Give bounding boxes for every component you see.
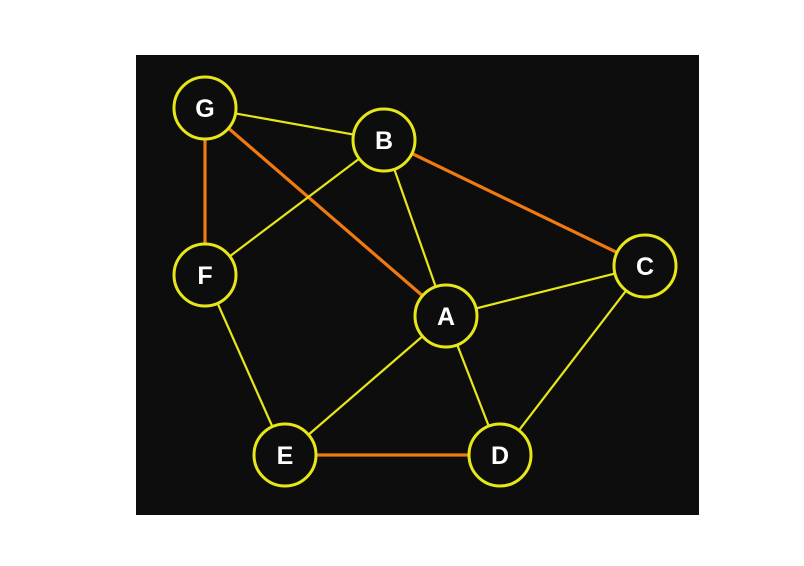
node-e: E bbox=[252, 422, 318, 488]
edge-b-f bbox=[204, 139, 385, 276]
edge-c-d bbox=[499, 265, 646, 456]
node-circle bbox=[351, 107, 417, 173]
edge-f-e bbox=[203, 274, 287, 456]
node-label: C bbox=[636, 253, 654, 281]
node-circle bbox=[252, 422, 318, 488]
node-circle bbox=[467, 422, 533, 488]
node-b: B bbox=[351, 107, 417, 173]
node-label: B bbox=[375, 127, 393, 155]
nodes-layer: G B F C A E D bbox=[172, 75, 678, 488]
node-label: E bbox=[277, 442, 294, 470]
node-a: A bbox=[413, 283, 479, 349]
node-label: F bbox=[197, 262, 212, 290]
node-g: G bbox=[172, 75, 238, 141]
edge-c-a bbox=[445, 264, 646, 318]
node-d: D bbox=[467, 422, 533, 488]
node-f: F bbox=[172, 242, 238, 308]
node-circle bbox=[612, 233, 678, 299]
node-circle bbox=[172, 75, 238, 141]
edge-a-e bbox=[284, 315, 447, 456]
node-c: C bbox=[612, 233, 678, 299]
edge-b-c bbox=[383, 138, 646, 268]
node-label: G bbox=[195, 95, 214, 123]
node-circle bbox=[413, 283, 479, 349]
node-circle bbox=[172, 242, 238, 308]
node-label: A bbox=[437, 303, 455, 331]
node-label: D bbox=[491, 442, 509, 470]
edge-g-a bbox=[203, 106, 448, 318]
